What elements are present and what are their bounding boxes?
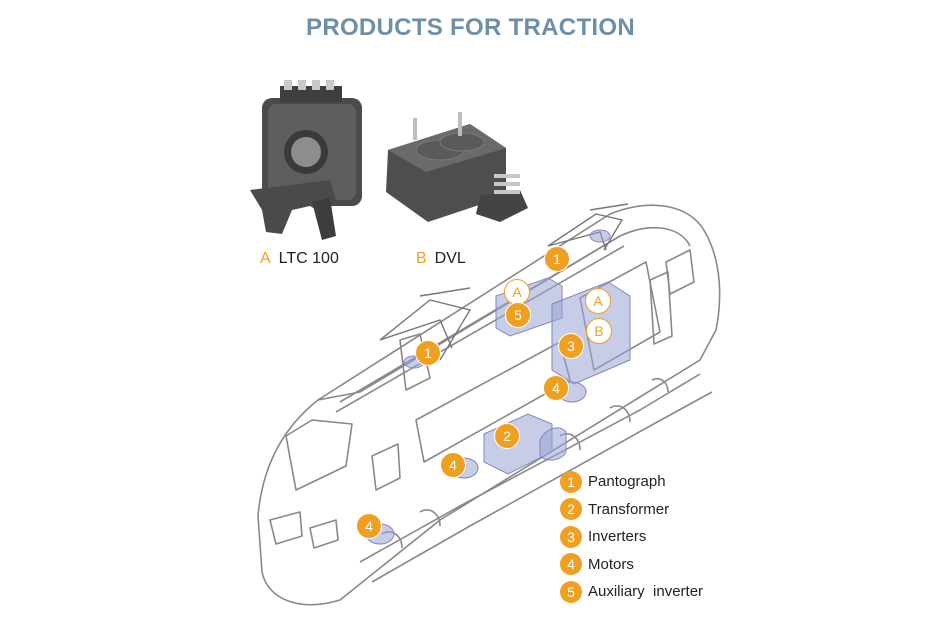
product-name: DVL <box>434 250 466 267</box>
legend-item-motors: 4 Motors <box>560 551 703 579</box>
marker-motor-b: 4 <box>440 452 466 478</box>
marker-motor-a: 4 <box>543 375 569 401</box>
legend-label: Transformer <box>588 500 670 518</box>
legend-label: Pantograph <box>588 473 666 491</box>
product-letter: A <box>260 250 271 267</box>
product-name: LTC 100 <box>278 250 339 267</box>
legend-item-pantograph: 1 Pantograph <box>560 468 703 496</box>
product-label-ltc-100: A LTC 100 <box>260 250 339 268</box>
legend-label: Inverters <box>588 528 647 546</box>
marker-inverter-letter-a: A <box>585 288 611 314</box>
legend-number-badge: 3 <box>560 525 582 548</box>
marker-pantograph-front: 1 <box>415 340 441 366</box>
dvl-sensor-image <box>386 112 528 222</box>
legend: 1 Pantograph 2 Transformer 3 Inverters 4… <box>560 468 703 606</box>
legend-number-badge: 5 <box>560 580 582 603</box>
legend-number-badge: 2 <box>560 498 582 521</box>
legend-item-inverters: 3 Inverters <box>560 523 703 551</box>
marker-transformer: 2 <box>494 423 520 449</box>
product-letter: B <box>416 250 427 267</box>
legend-label: Auxiliary inverter <box>588 583 704 601</box>
ltc-100-sensor-image <box>250 80 362 240</box>
legend-item-auxiliary-inverter: 5 Auxiliary inverter <box>560 578 703 606</box>
page-title: PRODUCTS FOR TRACTION <box>306 14 635 41</box>
legend-item-transformer: 2 Transformer <box>560 496 703 524</box>
marker-inverter-letter-b: B <box>586 318 612 344</box>
legend-label: Motors <box>588 555 634 573</box>
product-label-dvl: B DVL <box>416 250 466 268</box>
pantograph-drawing <box>379 203 629 361</box>
marker-motor-c: 4 <box>356 513 382 539</box>
marker-pantograph-rear: 1 <box>544 246 570 272</box>
legend-number-badge: 4 <box>560 553 582 576</box>
marker-inverter: 3 <box>558 333 584 359</box>
legend-number-badge: 1 <box>560 470 582 493</box>
marker-aux-inverter: 5 <box>505 302 531 328</box>
